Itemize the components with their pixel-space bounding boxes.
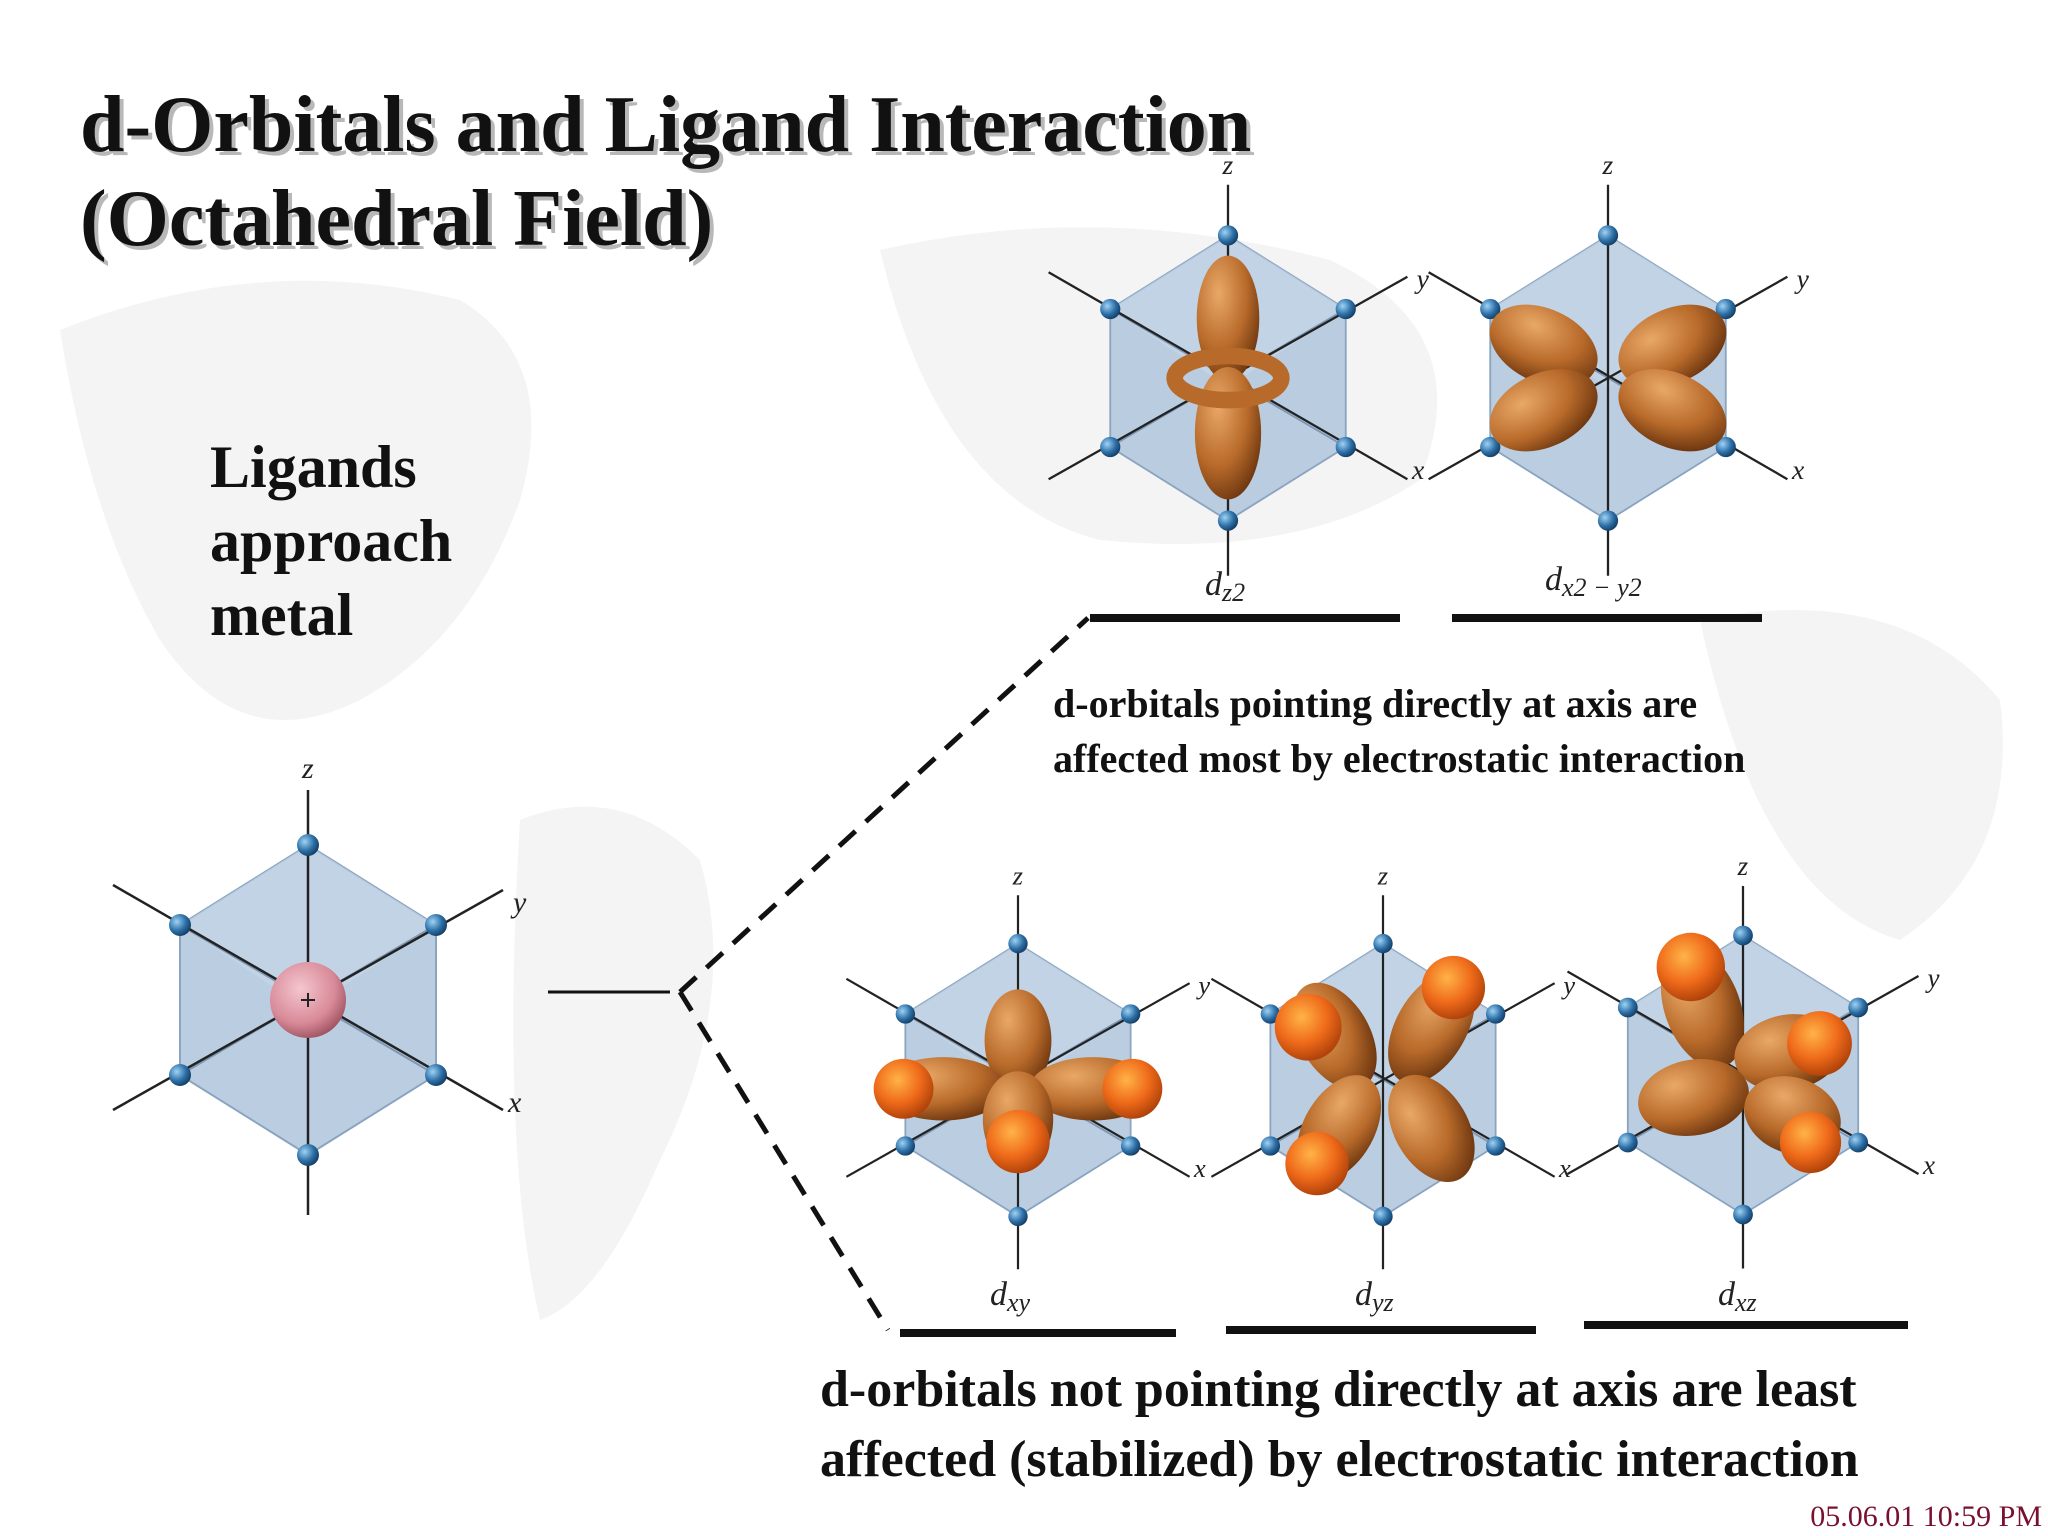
lobe	[1638, 1059, 1749, 1136]
axis-y-label: y	[1414, 263, 1430, 294]
axis-y-label: y	[1794, 263, 1810, 294]
axis-z-label: z	[1012, 861, 1023, 891]
lobe	[1489, 369, 1598, 452]
ligands-line-3: metal	[210, 582, 354, 648]
axis-z-label: z	[1377, 861, 1388, 891]
axis-y-label: y	[510, 886, 527, 919]
page-title: d-Orbitals and Ligand Interaction (Octah…	[80, 78, 1251, 266]
label-dz2: dz2	[1205, 566, 1245, 607]
lobe-tip	[1779, 1111, 1842, 1174]
axis-x-label: x	[1791, 454, 1805, 485]
dz2-lower-lobe	[1194, 366, 1262, 500]
note-lower-orbitals: d-orbitals not pointing directly at axis…	[820, 1355, 1859, 1495]
axis-x-label: x	[507, 1086, 522, 1119]
axis-z-label: z	[1601, 149, 1613, 180]
ligands-caption: Ligands approach metal	[210, 430, 452, 652]
note-upper-orbitals: d-orbitals pointing directly at axis are…	[1053, 676, 1745, 786]
note-top-line-1: d-orbitals pointing directly at axis are	[1053, 681, 1698, 726]
axis-y-label: y	[1560, 970, 1575, 1000]
lobe	[1618, 304, 1727, 387]
label-dx2-y2: dx2 − y2	[1545, 561, 1642, 602]
orbital-dxz: z y x	[1566, 851, 1940, 1270]
title-line-2: (Octahedral Field)	[80, 175, 714, 263]
axis-z-label: z	[1221, 149, 1233, 180]
splitting-line-upper	[678, 616, 1090, 994]
label-dxy: dxy	[990, 1276, 1031, 1317]
lobe-tip	[1274, 993, 1342, 1061]
lobe	[1388, 1074, 1475, 1182]
metal-octahedron: z y x	[111, 752, 527, 1217]
lobe-tip	[1656, 932, 1725, 1002]
axis-x-label: x	[1411, 454, 1425, 485]
label-dyz: dyz	[1355, 1276, 1394, 1317]
lobe	[984, 989, 1052, 1092]
axis-x-label: x	[1558, 1153, 1571, 1183]
lobe	[1489, 304, 1598, 387]
timestamp: 05.06.01 10:59 PM	[1810, 1500, 2042, 1533]
lobe	[1618, 369, 1727, 452]
lobe-tip	[873, 1058, 934, 1119]
axis-y-label: y	[1925, 963, 1940, 993]
axis-z-label: z	[301, 752, 314, 785]
lobe-tip	[1421, 955, 1486, 1020]
axis-x-label: x	[1193, 1153, 1206, 1183]
axis-x-label: x	[1922, 1150, 1935, 1180]
lobe-tip	[1285, 1131, 1349, 1196]
lobe-tip	[986, 1109, 1050, 1174]
orbital-dxy: z y x	[845, 861, 1210, 1271]
axis-z-label: z	[1737, 851, 1749, 881]
label-dxz: dxz	[1718, 1276, 1757, 1317]
note-bottom-line-2: affected (stabilized) by electrostatic i…	[820, 1431, 1859, 1488]
note-bottom-line-1: d-orbitals not pointing directly at axis…	[820, 1361, 1857, 1418]
lobe-tip	[1102, 1058, 1163, 1119]
title-line-1: d-Orbitals and Ligand Interaction	[80, 81, 1252, 169]
orbital-dz2: z y x	[1047, 149, 1430, 577]
orbital-dyz: z y x	[1210, 861, 1575, 1271]
lobe-tip	[1787, 1011, 1852, 1076]
orbital-dx2-y2: z y x	[1427, 149, 1810, 577]
note-top-line-2: affected most by electrostatic interacti…	[1053, 736, 1746, 781]
ligands-line-2: approach	[210, 508, 453, 574]
axis-y-label: y	[1195, 970, 1210, 1000]
splitting-line-lower	[677, 990, 891, 1332]
ligands-line-1: Ligands	[210, 434, 417, 500]
